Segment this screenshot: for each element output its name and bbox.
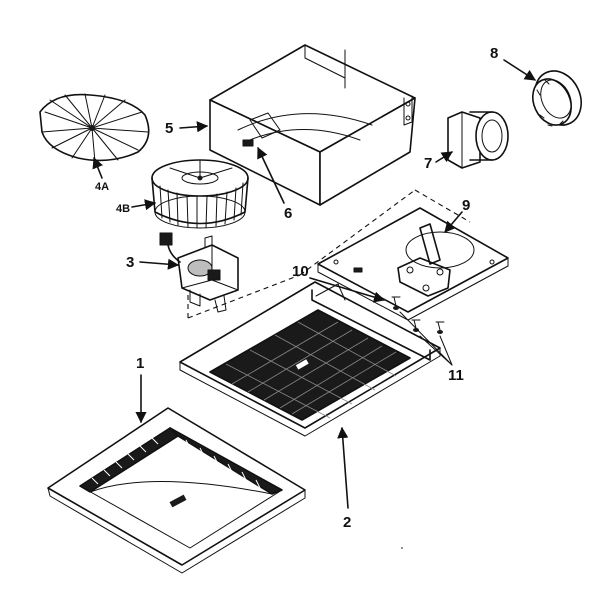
callout-10: 10 <box>292 263 309 280</box>
stray-dot <box>401 547 403 549</box>
callout-1: 1 <box>136 355 144 372</box>
part-4a-blower-wheel <box>39 93 150 163</box>
part-2-grille-frame <box>179 281 441 437</box>
callout-9: 9 <box>462 197 470 214</box>
callout-8: 8 <box>490 45 498 62</box>
part-8-duct-ring <box>531 70 582 127</box>
part-3-motor <box>159 232 239 313</box>
part-7-duct-connector <box>447 111 509 169</box>
part-11-screws <box>391 296 445 334</box>
callout-11: 11 <box>448 367 464 384</box>
part-4b-blower-wheel <box>151 159 249 229</box>
leader-lines <box>92 59 536 509</box>
callout-3: 3 <box>126 254 134 271</box>
callout-4b: 4B <box>116 203 130 215</box>
callout-7: 7 <box>424 155 432 172</box>
callout-2: 2 <box>343 514 351 531</box>
callout-5: 5 <box>165 120 173 137</box>
callout-6: 6 <box>284 205 292 222</box>
callout-labels: 1 2 3 4A 4B 5 6 7 8 9 10 11 <box>95 45 498 531</box>
callout-4a: 4A <box>95 181 109 193</box>
part-1-outer-grille <box>47 407 306 574</box>
